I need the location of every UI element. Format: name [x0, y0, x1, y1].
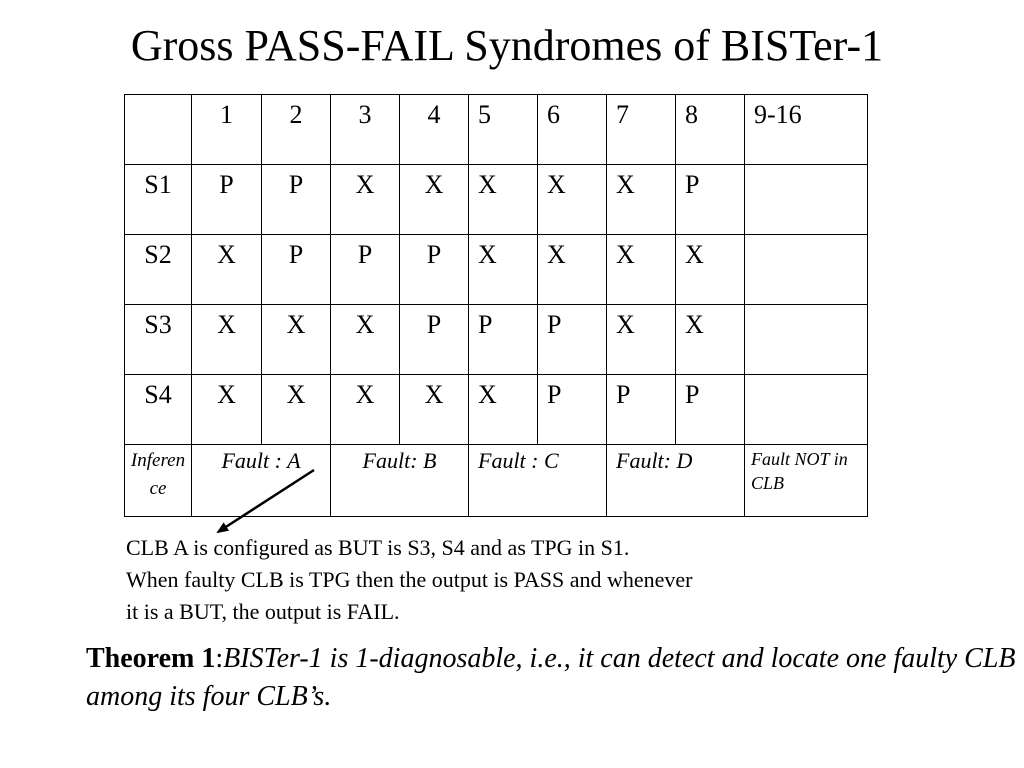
table-cell: X	[468, 234, 538, 305]
header-cell: 2	[261, 94, 331, 165]
theorem-separator: :	[215, 643, 224, 674]
table-cell: P	[191, 164, 262, 235]
table-cell: X	[606, 164, 676, 235]
header-cell: 4	[399, 94, 469, 165]
inference-label: Inference	[124, 444, 192, 517]
table-header-row: 1 2 3 4 5 6 7 8 9-16	[124, 94, 868, 165]
table-cell: X	[399, 164, 469, 235]
slide-title: Gross PASS-FAIL Syndromes of BISTer-1	[130, 21, 884, 70]
row-label: S4	[124, 374, 192, 445]
table-cell: X	[606, 234, 676, 305]
inference-row: Inference Fault : A Fault: B Fault : C F…	[124, 444, 868, 517]
fault-b-cell: Fault: B	[330, 444, 469, 517]
table-cell: X	[330, 304, 400, 375]
table-cell: X	[399, 374, 469, 445]
theorem-text: BISTer-1 is 1-diagnosable, i.e., it can …	[86, 643, 1016, 712]
table-cell: X	[261, 374, 331, 445]
fault-a-cell: Fault : A	[191, 444, 331, 517]
table-cell: X	[191, 304, 262, 375]
table-cell: X	[191, 234, 262, 305]
table-cell: P	[606, 374, 676, 445]
theorem-label: Theorem 1	[86, 643, 216, 674]
table-cell: X	[330, 374, 400, 445]
table-cell	[744, 374, 868, 445]
table-cell: P	[468, 304, 538, 375]
header-cell: 3	[330, 94, 400, 165]
table-cell: P	[537, 304, 607, 375]
table-cell: X	[675, 304, 745, 375]
note-line: When faulty CLB is TPG then the output i…	[126, 567, 693, 592]
note-line: CLB A is configured as BUT is S3, S4 and…	[126, 535, 630, 560]
table-cell: X	[606, 304, 676, 375]
header-cell: 1	[191, 94, 262, 165]
table-cell	[744, 304, 868, 375]
table-cell: P	[675, 164, 745, 235]
table-cell: X	[468, 374, 538, 445]
table-cell: X	[675, 234, 745, 305]
table-cell: X	[191, 374, 262, 445]
table-cell: X	[261, 304, 331, 375]
table-row: S3 X X X P P P X X	[124, 304, 868, 375]
note-line: it is a BUT, the output is FAIL.	[126, 599, 400, 624]
row-label: S1	[124, 164, 192, 235]
table-cell	[744, 234, 868, 305]
table-row: S2 X P P P X X X X	[124, 234, 868, 305]
table-cell: X	[330, 164, 400, 235]
table-cell: P	[261, 164, 331, 235]
fault-d-cell: Fault: D	[606, 444, 745, 517]
row-label: S2	[124, 234, 192, 305]
table-cell: P	[261, 234, 331, 305]
fault-not-in-clb-cell: Fault NOT in CLB	[744, 444, 868, 517]
table-row: S4 X X X X X P P P	[124, 374, 868, 445]
row-label: S3	[124, 304, 192, 375]
table-cell: P	[330, 234, 400, 305]
explanation-note: CLB A is configured as BUT is S3, S4 and…	[126, 532, 886, 628]
table-cell: P	[537, 374, 607, 445]
theorem-statement: Theorem 1:BISTer-1 is 1-diagnosable, i.e…	[86, 640, 1016, 716]
syndrome-table: 1 2 3 4 5 6 7 8 9-16 S1 P P X X X X X P …	[124, 94, 868, 517]
table-cell: X	[468, 164, 538, 235]
table-cell	[744, 164, 868, 235]
header-cell: 7	[606, 94, 676, 165]
header-cell: 8	[675, 94, 745, 165]
table-cell: P	[399, 234, 469, 305]
fault-c-cell: Fault : C	[468, 444, 607, 517]
table-cell: P	[399, 304, 469, 375]
header-cell	[124, 94, 192, 165]
table-cell: P	[675, 374, 745, 445]
header-cell: 6	[537, 94, 607, 165]
table-cell: X	[537, 234, 607, 305]
table-cell: X	[537, 164, 607, 235]
header-cell: 5	[468, 94, 538, 165]
header-cell: 9-16	[744, 94, 868, 165]
table-row: S1 P P X X X X X P	[124, 164, 868, 235]
